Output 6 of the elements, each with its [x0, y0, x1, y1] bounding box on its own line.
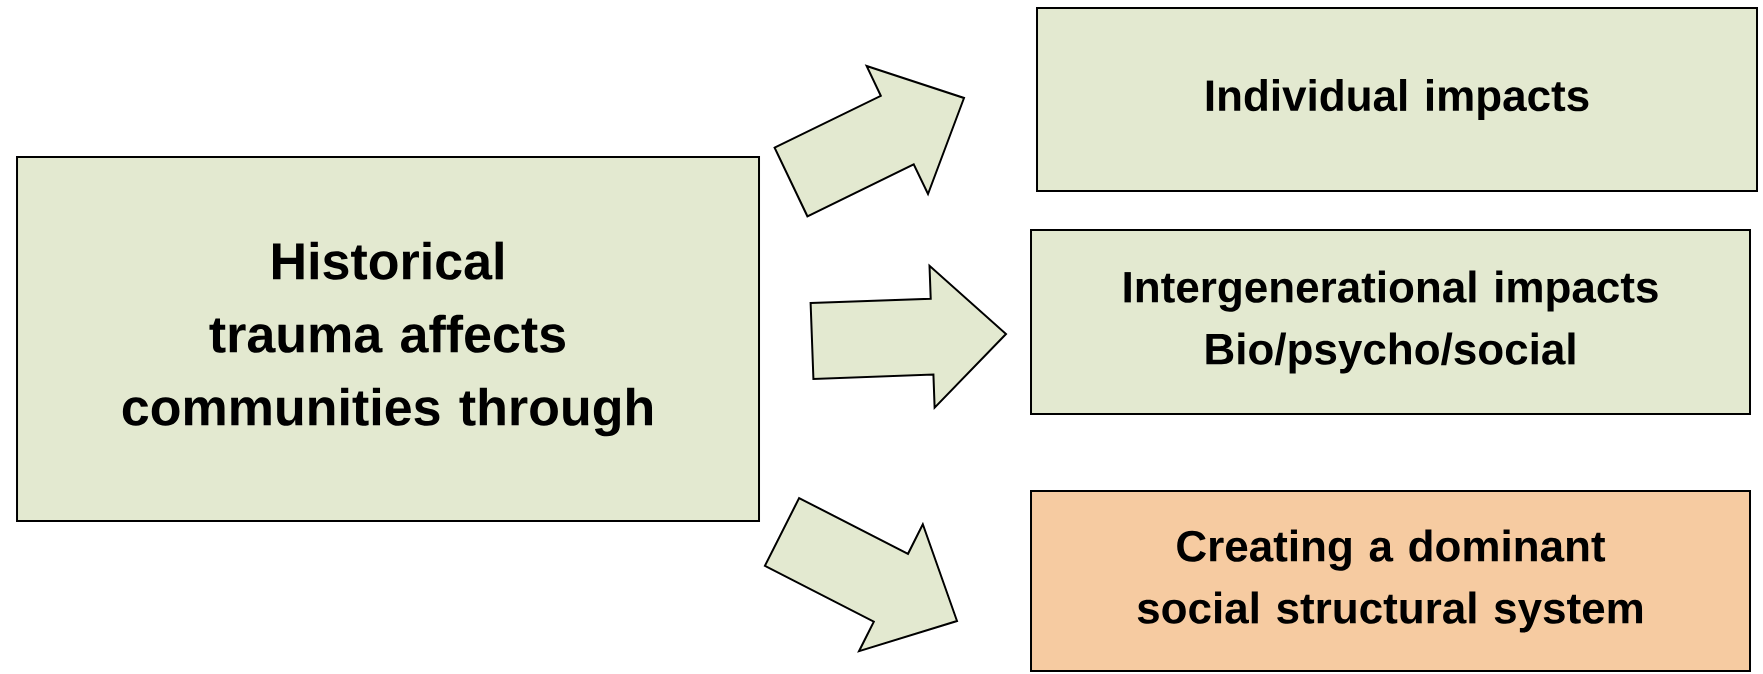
text-box: Creating a dominant social structural system — [1030, 490, 1751, 672]
text-box: Intergenerational impacts Bio/psycho/social — [1030, 229, 1751, 415]
block-arrow — [773, 64, 966, 218]
block-arrow — [809, 263, 1008, 410]
text-box: Historical trauma affects communities through — [16, 156, 760, 522]
text-box: Individual impacts — [1036, 7, 1758, 192]
